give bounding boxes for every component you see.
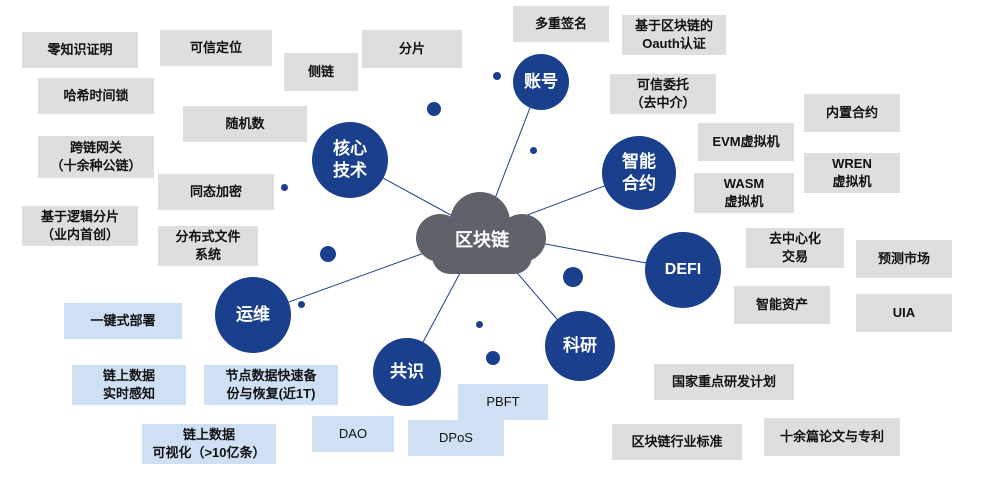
item-national-rd: 国家重点研发计划	[654, 364, 794, 400]
item-one-click-deploy: 一键式部署	[64, 303, 182, 339]
decor-dot	[530, 147, 537, 154]
item-papers-patents: 十余篇论文与专利	[764, 418, 900, 456]
item-onchain-visualization: 链上数据 可视化（>10亿条）	[142, 424, 276, 464]
item-wren: WREN 虚拟机	[804, 153, 900, 193]
item-multisig: 多重签名	[513, 6, 609, 42]
hub-hexin: 核心 技术	[312, 122, 388, 198]
item-pbft: PBFT	[458, 384, 548, 420]
item-wasm: WASM 虚拟机	[694, 173, 794, 213]
hub-keyan: 科研	[545, 311, 615, 381]
decor-dot	[320, 246, 336, 262]
hub-zhanghao: 账号	[513, 54, 569, 110]
item-onchain-awareness: 链上数据 实时感知	[72, 365, 186, 405]
item-builtin-contract: 内置合约	[804, 94, 900, 132]
item-dao: DAO	[312, 416, 394, 452]
item-trusted-location: 可信定位	[160, 30, 272, 66]
item-industry-standard: 区块链行业标准	[612, 424, 742, 460]
item-oauth: 基于区块链的 Oauth认证	[622, 15, 726, 55]
decor-dot	[427, 102, 441, 116]
item-homomorphic: 同态加密	[158, 174, 274, 210]
item-htlc: 哈希时间锁	[38, 78, 154, 114]
item-dpos: DPoS	[408, 420, 504, 456]
hub-defi: DEFI	[645, 232, 721, 308]
center-label: 区块链	[455, 230, 509, 250]
item-uia: UIA	[856, 294, 952, 332]
item-sidechain: 侧链	[284, 53, 358, 91]
item-smart-asset: 智能资产	[734, 286, 830, 324]
decor-dot	[486, 351, 500, 365]
item-dex: 去中心化 交易	[746, 228, 844, 268]
hub-yunwei: 运维	[215, 277, 291, 353]
item-sharding: 分片	[362, 30, 462, 68]
item-logical-sharding: 基于逻辑分片 （业内首创）	[22, 206, 138, 246]
item-distributed-fs: 分布式文件 系统	[158, 226, 258, 266]
item-node-backup: 节点数据快速备 份与恢复(近1T)	[204, 365, 338, 405]
item-evm: EVM虚拟机	[698, 123, 794, 161]
decor-dot	[281, 184, 288, 191]
item-cross-chain-gateway: 跨链网关 （十余种公链）	[38, 136, 154, 178]
item-random: 随机数	[183, 106, 307, 142]
item-zkp: 零知识证明	[22, 32, 138, 68]
item-prediction-market: 预测市场	[856, 240, 952, 278]
decor-dot	[476, 321, 483, 328]
hub-gongshi: 共识	[373, 338, 441, 406]
hub-zhineng: 智能 合约	[602, 136, 676, 210]
decor-dot	[298, 301, 305, 308]
decor-dot	[563, 267, 583, 287]
item-trusted-delegation: 可信委托 （去中介）	[610, 74, 716, 114]
cloud-icon	[416, 192, 546, 274]
decor-dot	[493, 72, 501, 80]
